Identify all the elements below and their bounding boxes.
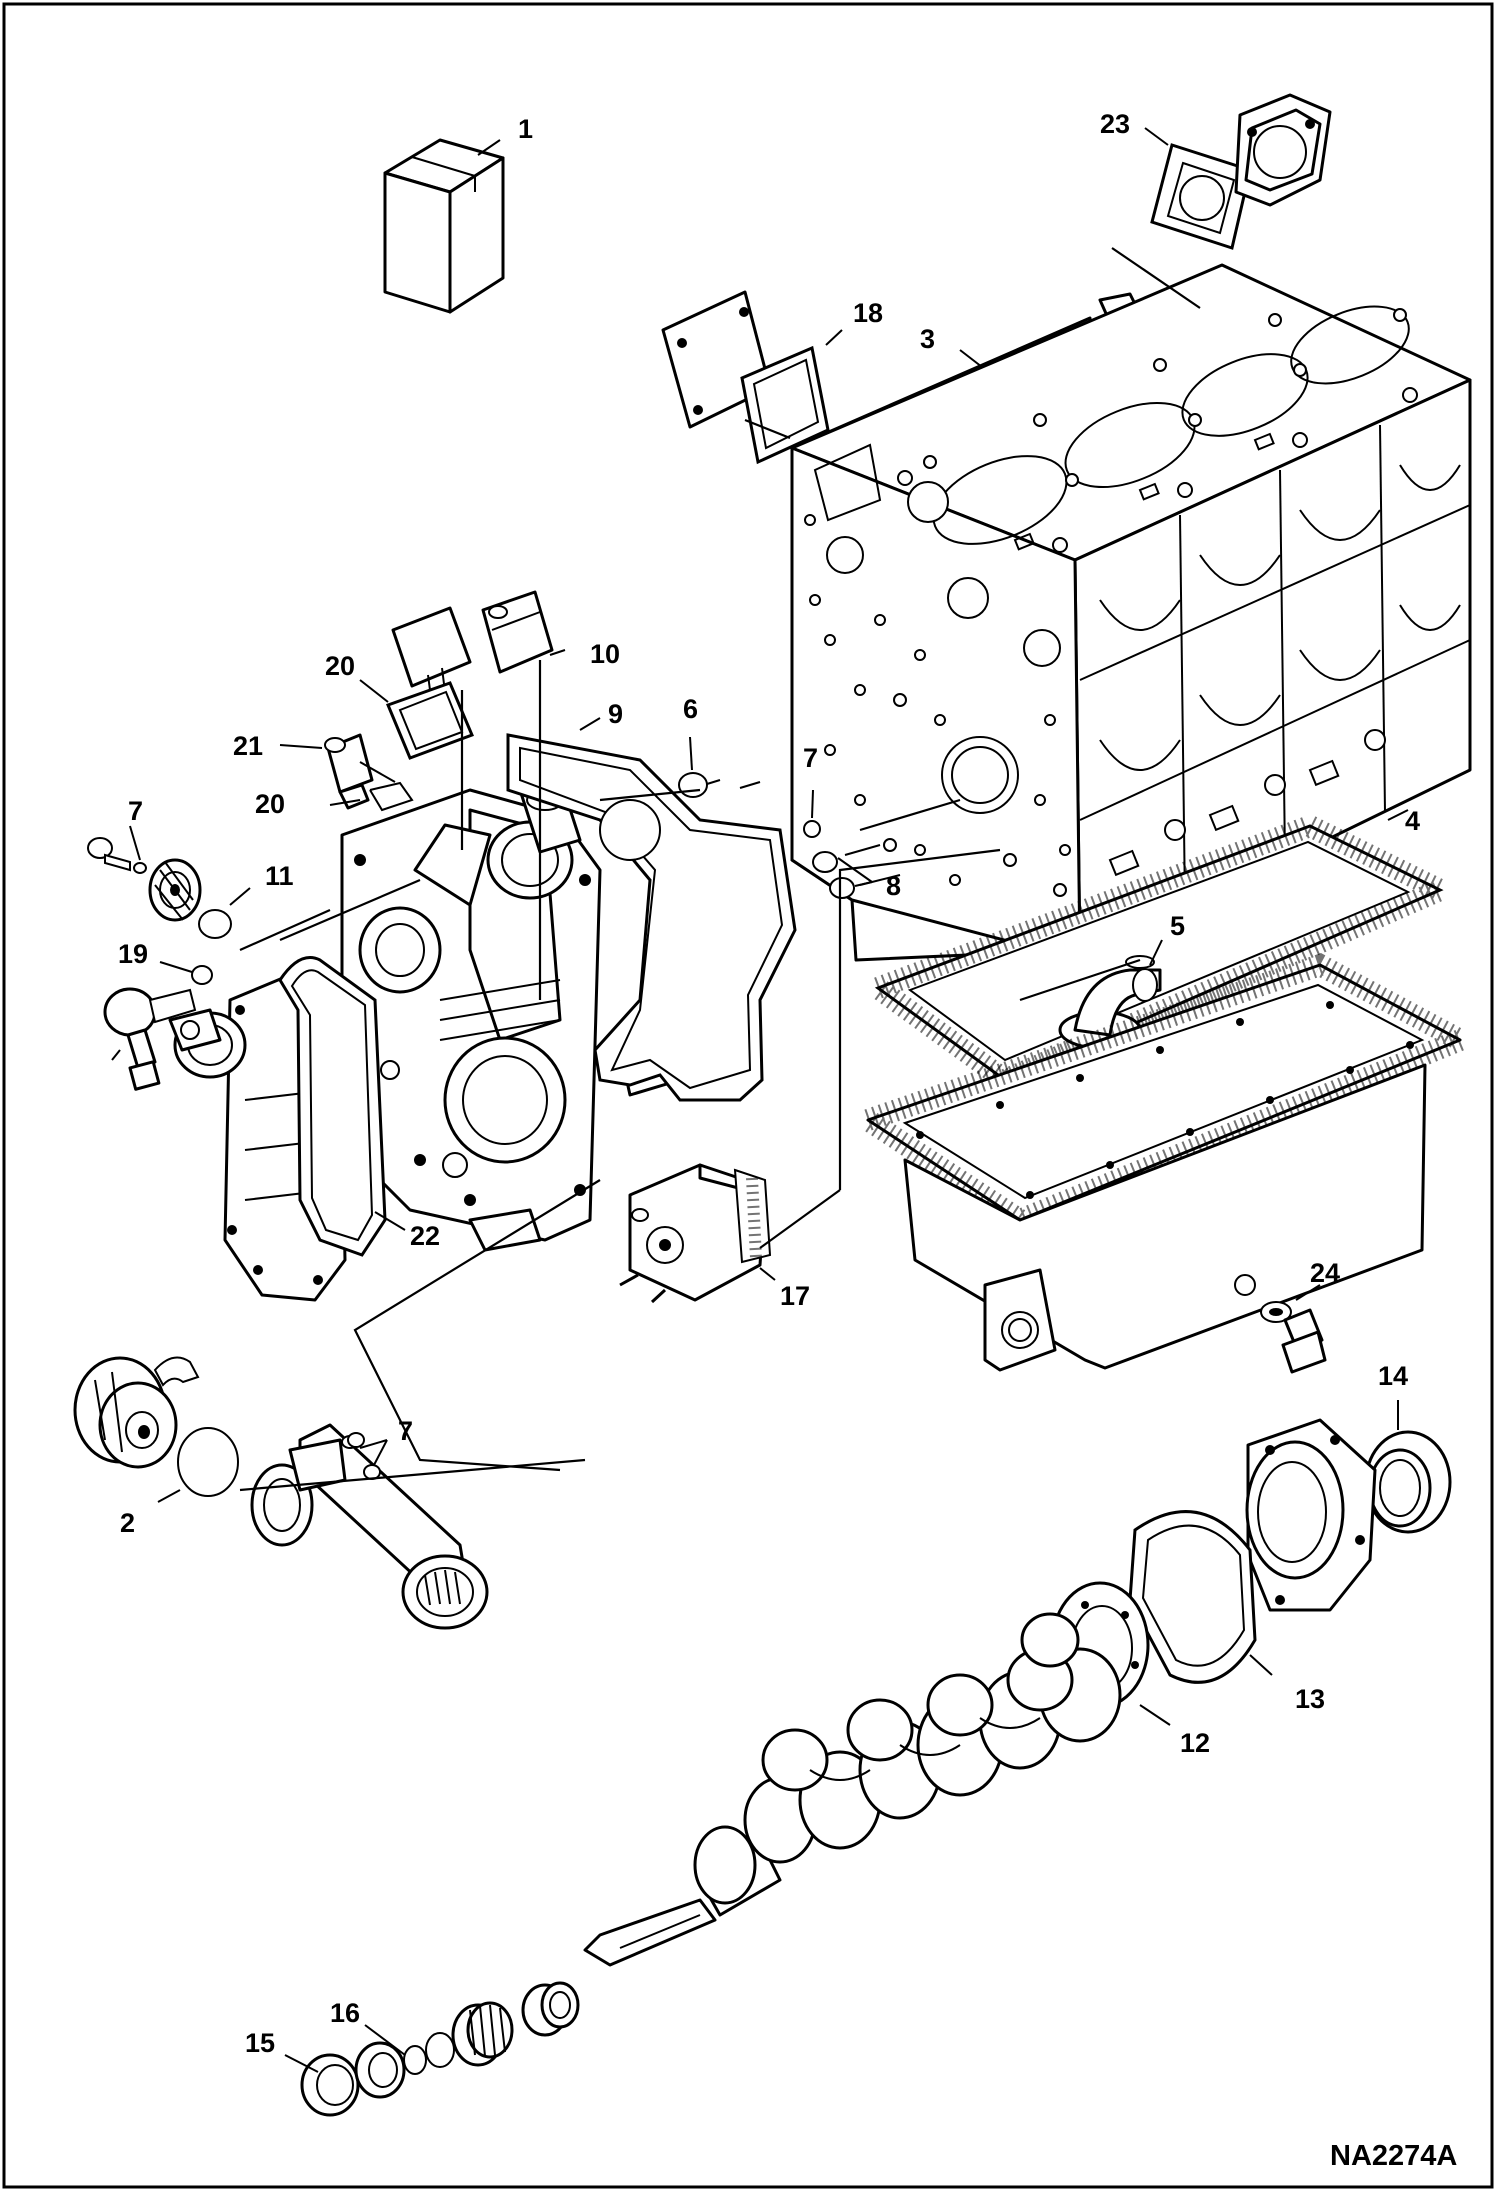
callout-11: 11 (265, 861, 294, 891)
part-7-bolt-washer-left (87, 837, 147, 874)
part-17-oil-pump (619, 1163, 772, 1304)
temperature-sender (103, 987, 197, 1091)
callout-17: 17 (780, 1281, 810, 1311)
callout-4: 4 (1405, 806, 1420, 836)
part-15-front-oil-seal (300, 2041, 406, 2117)
part-10-breather-cover (481, 590, 554, 674)
callout-20-lower: 20 (255, 789, 285, 819)
collar (521, 1981, 580, 2037)
part-22-water-pump-gasket (278, 956, 387, 1257)
oil-pan (843, 953, 1486, 1372)
callout-19: 19 (118, 939, 148, 969)
callout-7-lower: 7 (398, 1416, 413, 1446)
callout-21: 21 (233, 731, 263, 761)
part-9-timing-case-gasket (506, 733, 797, 1102)
callout-12: 12 (1180, 1728, 1210, 1758)
oil-cooler-pipe-housing (250, 1423, 489, 1630)
crankshaft-gear (451, 2001, 514, 2067)
callout-5: 5 (1170, 911, 1185, 941)
part-11-o-ring (198, 909, 232, 939)
callout-22: 22 (410, 1221, 440, 1251)
callout-10: 10 (590, 639, 620, 669)
callout-20-upper: 20 (325, 651, 355, 681)
part-13-seal-housing (1245, 1418, 1377, 1612)
callout-7-right: 7 (803, 743, 818, 773)
callout-6: 6 (683, 694, 698, 724)
callout-13: 13 (1295, 1684, 1325, 1714)
callout-23: 23 (1100, 109, 1130, 139)
callout-16: 16 (330, 1998, 360, 2028)
part-23-thermostat-gasket (1150, 143, 1252, 250)
part-20-cover-gasket (386, 681, 474, 760)
part-7-o-ring-right (803, 820, 821, 838)
part-19-o-ring (191, 965, 213, 985)
callout-18: 18 (853, 298, 883, 328)
fan-pulley (148, 858, 202, 922)
part-2-o-ring (177, 1427, 239, 1497)
figure-code: NA2274A (1330, 2140, 1457, 2172)
part-16-o-ring (403, 2032, 455, 2075)
part-20-lower-gasket (369, 781, 414, 812)
callout-14: 14 (1378, 1361, 1408, 1391)
part-8-o-rings (812, 844, 901, 899)
crankshaft (583, 1612, 1122, 1967)
callout-3: 3 (920, 324, 935, 354)
callout-15: 15 (245, 2028, 275, 2058)
callout-8: 8 (886, 871, 901, 901)
part-21-fuel-solenoid (324, 733, 396, 810)
part-18-cover-gasket (740, 345, 830, 465)
part-14-rear-oil-seal (1364, 1430, 1452, 1534)
callout-9: 9 (608, 699, 623, 729)
cylinder-block (790, 263, 1472, 962)
part-1-gasket-kit-box (383, 138, 505, 314)
part-4-oil-pan-gasket (854, 814, 1467, 1093)
part-7-bolts-lower (347, 1432, 381, 1480)
callout-2: 2 (120, 1508, 135, 1538)
callout-7-left: 7 (128, 796, 143, 826)
part-24-drain-plug (1260, 1301, 1327, 1374)
oil-filter-base (73, 1356, 200, 1469)
thermostat-housing (1234, 93, 1332, 207)
part-13-housing-gasket (1128, 1510, 1257, 1684)
callout-1: 1 (518, 114, 533, 144)
callout-24: 24 (1310, 1258, 1340, 1288)
part-6-o-ring (678, 772, 721, 798)
